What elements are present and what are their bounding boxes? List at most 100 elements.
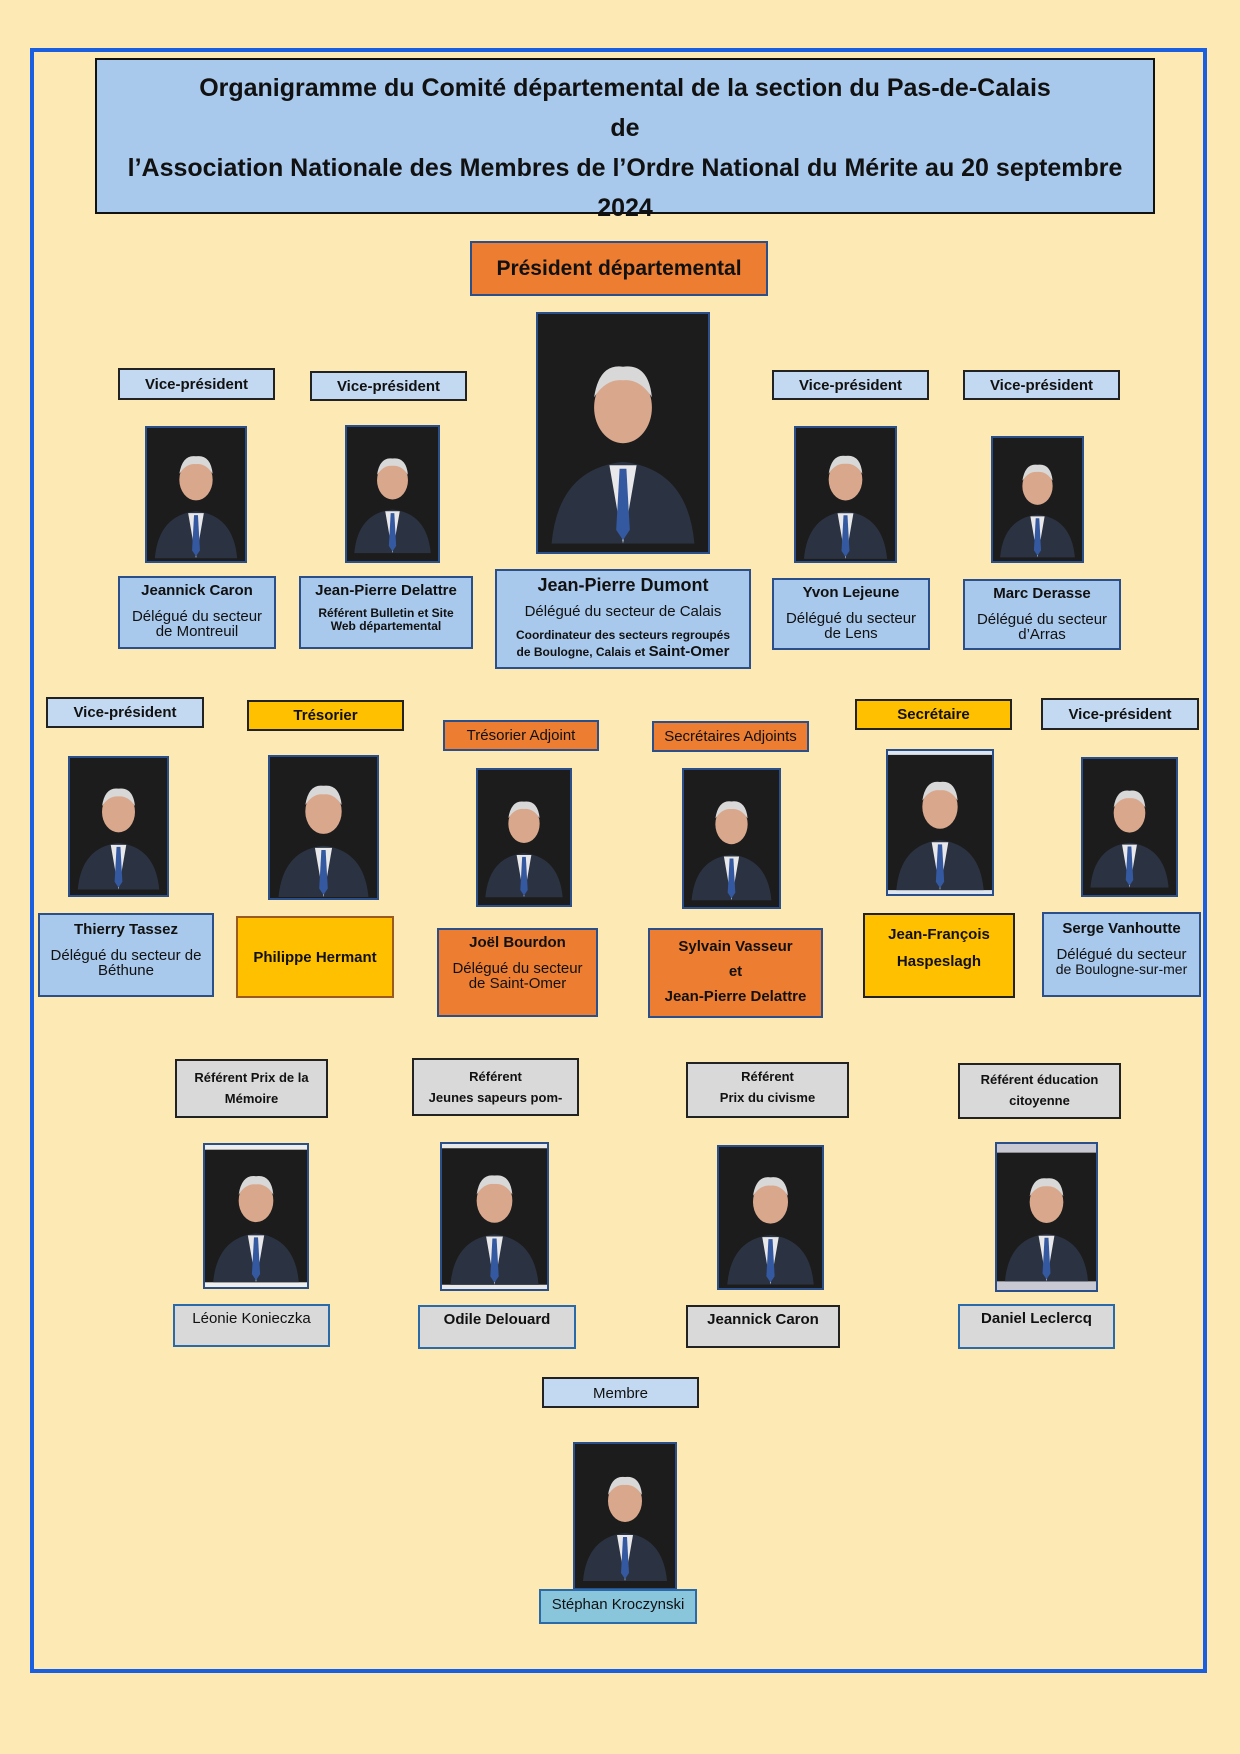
page-frame xyxy=(30,48,1207,1673)
row3-role-1a: Référent Prix de la xyxy=(194,1070,309,1085)
row2-card-4: Sylvain Vasseur et Jean-Pierre Delattre xyxy=(648,928,823,1018)
row2-role-4: Secrétaires Adjoints xyxy=(652,721,809,752)
row2-photo-1 xyxy=(68,756,169,897)
title-line-2: de xyxy=(610,114,640,142)
row3-role-4b: citoyenne xyxy=(1009,1093,1070,1108)
member-card: Stéphan Kroczynski xyxy=(539,1589,697,1624)
row2-role-6: Vice-président xyxy=(1041,698,1199,730)
row2-photo-3 xyxy=(476,768,572,907)
row3-photo-2 xyxy=(440,1142,549,1291)
row2-card-3: Joël Bourdon Délégué du secteur de Saint… xyxy=(437,928,598,1017)
row1-photo-2 xyxy=(345,425,440,563)
row1-desc-2a: Référent Bulletin et Site xyxy=(318,606,454,620)
row3-card-2: Odile Delouard xyxy=(418,1305,576,1349)
row1-desc-4b: d’Arras xyxy=(1018,626,1066,643)
row3-role-3a: Référent xyxy=(741,1069,794,1084)
row1-desc-1b: de Montreuil xyxy=(155,623,239,640)
row2-desc-3a: Délégué du secteur xyxy=(452,960,583,977)
row2-photo-6 xyxy=(1081,757,1178,897)
row2-desc-1b: Béthune xyxy=(98,962,154,979)
row1-desc-2b: Web départemental xyxy=(330,619,442,633)
row1-desc-4a: Délégué du secteur xyxy=(976,611,1108,628)
row1-role-1-text: Vice-président xyxy=(144,375,249,393)
row1-desc-1a: Délégué du secteur xyxy=(131,608,263,625)
row3-photo-4 xyxy=(995,1142,1098,1292)
president-desc-3: de Boulogne, Calais et Saint-Omer xyxy=(497,643,749,660)
president-photo xyxy=(536,312,710,554)
row1-name-3: Yvon Lejeune xyxy=(802,584,900,601)
member-name: Stéphan Kroczynski xyxy=(551,1596,685,1613)
row1-role-3-text: Vice-président xyxy=(798,376,903,394)
row2-photo-4 xyxy=(682,768,781,909)
president-card: Jean-Pierre Dumont Délégué du secteur de… xyxy=(495,569,751,669)
row1-desc-3a: Délégué du secteur xyxy=(785,610,917,627)
row3-role-1b: Mémoire xyxy=(224,1091,279,1106)
row3-role-3b: Prix du civisme xyxy=(719,1090,816,1105)
row1-name-4: Marc Derasse xyxy=(993,585,1091,602)
row3-name-1: Léonie Konieczka xyxy=(192,1310,311,1327)
row1-card-4: Marc Derasse Délégué du secteur d’Arras xyxy=(963,579,1121,650)
row1-role-1: Vice-président xyxy=(118,368,275,400)
row3-name-2: Odile Delouard xyxy=(443,1311,551,1328)
member-photo xyxy=(573,1442,677,1590)
row1-role-3: Vice-président xyxy=(772,370,929,400)
president-name: Jean-Pierre Dumont xyxy=(537,575,709,595)
row1-role-4-text: Vice-président xyxy=(989,376,1094,394)
row2-role-3: Trésorier Adjoint xyxy=(443,720,599,751)
row2-card-2: Philippe Hermant xyxy=(236,916,394,998)
row3-photo-3 xyxy=(717,1145,824,1290)
row1-name-1: Jeannick Caron xyxy=(141,582,253,599)
president-role-text: Président départemental xyxy=(496,256,742,280)
member-role-label: Membre xyxy=(542,1377,699,1408)
row2-name-4: Sylvain Vasseur xyxy=(678,938,793,955)
row2-desc-6b: de Boulogne-sur-mer xyxy=(1055,961,1188,977)
row2-role-1: Vice-président xyxy=(46,697,204,728)
row2-role-6-text: Vice-président xyxy=(1068,705,1172,723)
row3-role-4: Référent éducation citoyenne xyxy=(958,1063,1121,1119)
row2-desc-6a: Délégué du secteur xyxy=(1056,946,1187,963)
row2-name-2: Philippe Hermant xyxy=(253,948,377,966)
row2-name-3: Joël Bourdon xyxy=(469,934,566,951)
row3-name-3: Jeannick Caron xyxy=(707,1311,819,1328)
row2-role-3-text: Trésorier Adjoint xyxy=(466,727,576,744)
row1-name-2: Jean-Pierre Delattre xyxy=(315,582,457,599)
row1-role-2-text: Vice-président xyxy=(336,377,441,395)
row1-card-1: Jeannick Caron Délégué du secteur de Mon… xyxy=(118,576,276,649)
row2-name-5b: Haspeslagh xyxy=(896,953,982,970)
member-role-text: Membre xyxy=(592,1385,648,1402)
row2-card-6: Serge Vanhoutte Délégué du secteur de Bo… xyxy=(1042,912,1201,997)
row1-role-2: Vice-président xyxy=(310,371,467,401)
president-role-label: Président départemental xyxy=(470,241,768,296)
row2-name-6: Serge Vanhoutte xyxy=(1062,920,1181,937)
row2-photo-2 xyxy=(268,755,379,900)
row2-role-5-text: Secrétaire xyxy=(897,706,970,723)
row2-card-1: Thierry Tassez Délégué du secteur de Bét… xyxy=(38,913,214,997)
page-title: Organigramme du Comité départemental de … xyxy=(95,58,1155,222)
title-line-3: l’Association Nationale des Membres de l… xyxy=(127,154,1123,222)
row2-card-5: Jean-François Haspeslagh xyxy=(863,913,1015,998)
row1-photo-4 xyxy=(991,436,1084,563)
row2-role-5: Secrétaire xyxy=(855,699,1012,730)
row2-role-2-text: Trésorier xyxy=(293,707,358,724)
row3-role-4a: Référent éducation xyxy=(980,1072,1099,1087)
row3-card-4: Daniel Leclercq xyxy=(958,1304,1115,1349)
title-line-1: Organigramme du Comité départemental de … xyxy=(199,74,1051,102)
row3-photo-1 xyxy=(203,1143,309,1289)
row3-name-4: Daniel Leclercq xyxy=(981,1310,1092,1327)
president-desc-1: Délégué du secteur de Calais xyxy=(524,603,722,620)
row3-role-2a: Référent xyxy=(469,1069,522,1084)
row1-card-2: Jean-Pierre Delattre Référent Bulletin e… xyxy=(299,576,473,649)
president-desc-3b: Saint-Omer xyxy=(648,643,730,660)
row1-card-3: Yvon Lejeune Délégué du secteur de Lens xyxy=(772,578,930,650)
row2-and-4: et xyxy=(728,963,743,980)
president-desc-3a: de Boulogne, Calais et xyxy=(516,645,649,659)
row3-card-3: Jeannick Caron xyxy=(686,1305,840,1348)
row2-role-4-text: Secrétaires Adjoints xyxy=(664,728,797,745)
row1-desc-3b: de Lens xyxy=(824,625,878,642)
row1-role-4: Vice-président xyxy=(963,370,1120,400)
row2-role-1-text: Vice-président xyxy=(73,704,177,721)
row2-desc-3b: de Saint-Omer xyxy=(468,975,567,992)
row2-photo-5 xyxy=(886,749,994,896)
